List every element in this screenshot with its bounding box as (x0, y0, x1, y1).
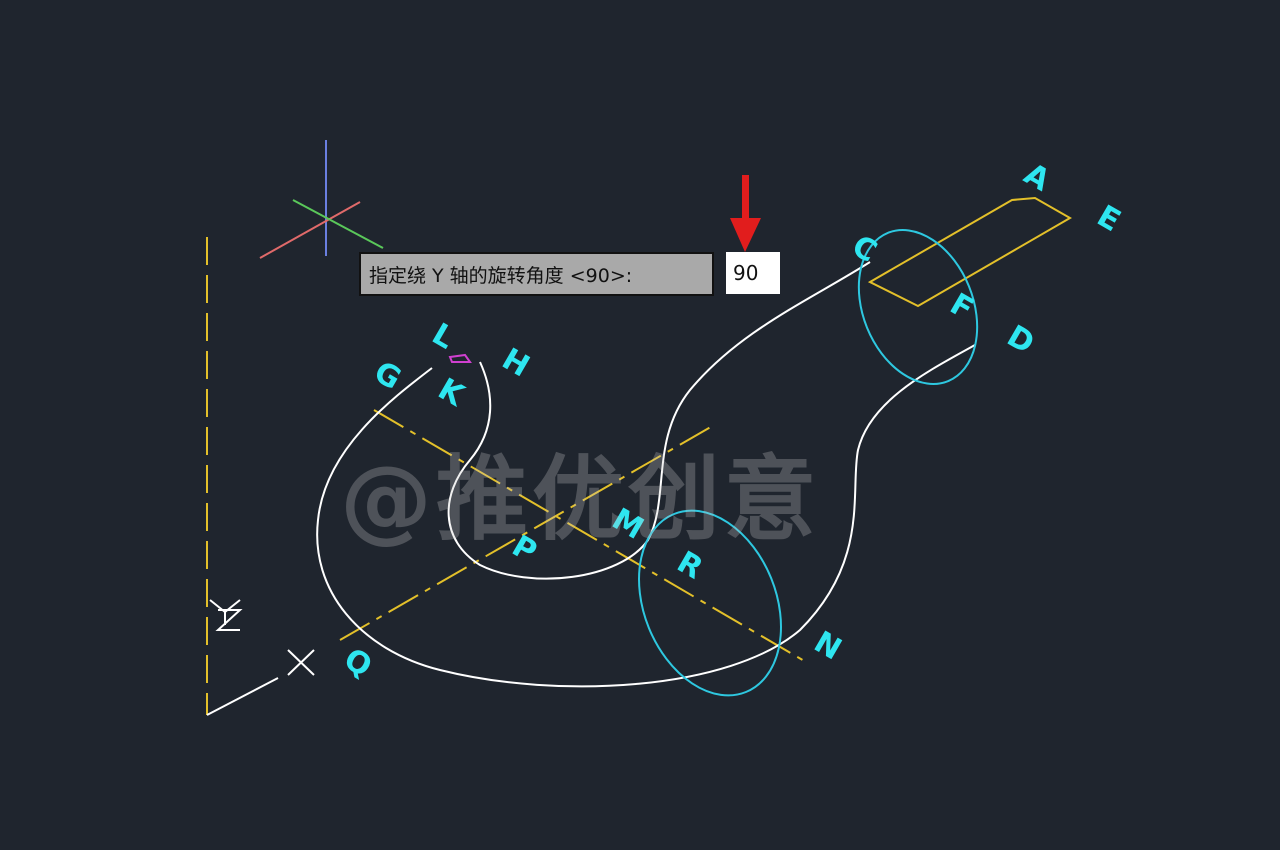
label-f: F (944, 287, 979, 328)
ucs-icon (206, 599, 315, 716)
path-end-marker (448, 353, 472, 363)
label-c: C (846, 229, 883, 270)
prompt-text: 指定绕 Y 轴的旋转角度 <90>: (369, 264, 633, 287)
sweep-path-inner (447, 261, 871, 580)
crosshair-cursor-icon (259, 140, 384, 259)
sweep-path-outer (316, 344, 976, 688)
section-circle-bottom (638, 509, 782, 697)
watermark: @推优创意 (340, 446, 821, 553)
centerline-2 (339, 423, 717, 641)
label-g: G (368, 355, 407, 398)
label-n: N (808, 625, 847, 668)
red-arrow-icon (730, 175, 761, 252)
section-circle-top (857, 229, 979, 385)
label-d: D (1001, 319, 1040, 362)
label-l: L (426, 317, 460, 357)
rotation-angle-input[interactable]: 90 (726, 252, 780, 294)
label-k: K (432, 372, 471, 415)
profile-rectangle (867, 196, 1073, 308)
label-q: Q (338, 642, 378, 685)
label-h: H (496, 342, 535, 385)
centerline-1 (373, 409, 807, 663)
label-e: E (1091, 199, 1126, 240)
command-prompt-tooltip: 指定绕 Y 轴的旋转角度 <90>: (359, 252, 714, 296)
label-a: A (1018, 157, 1056, 199)
